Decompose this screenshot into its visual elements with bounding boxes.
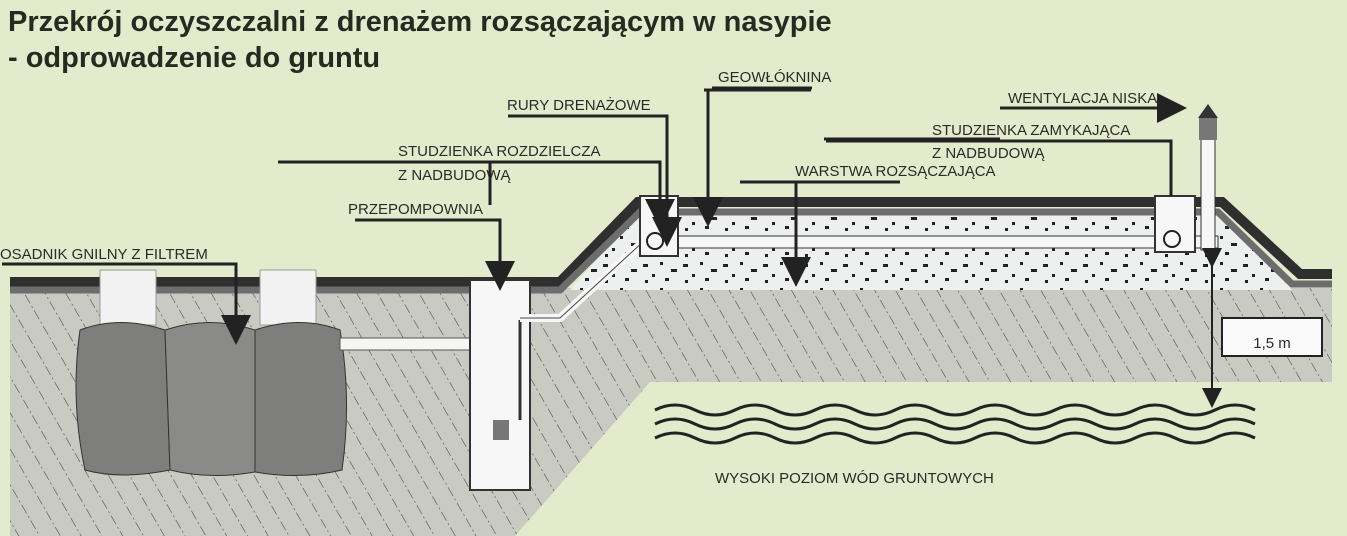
depth-label: 1,5 m: [1253, 335, 1291, 352]
septic-tank: [75, 269, 348, 477]
drain-pipe: [667, 235, 1219, 249]
label-distribution-well-1: STUDZIENKA ROZDZIELCZA: [398, 143, 601, 160]
pump-icon: [493, 420, 509, 440]
title-line-2: - odprowadzenie do gruntu: [8, 42, 381, 74]
label-closing-well-1: STUDZIENKA ZAMYKAJĄCA: [932, 122, 1130, 139]
label-closing-well-2: Z NADBUDOWĄ: [932, 145, 1045, 162]
label-pump-station: PRZEPOMPOWNIA: [348, 201, 483, 218]
depth-box: [1221, 317, 1323, 357]
label-geotextile: GEOWŁÓKNINA: [718, 69, 831, 86]
groundwater-waves: [654, 403, 1256, 445]
label-low-ventilation: WENTYLACJA NISKA: [1008, 90, 1157, 107]
title-line-1: Przekrój oczyszczalni z drenażem rozsącz…: [8, 6, 832, 38]
closing-well: [1154, 195, 1196, 253]
label-septic-tank: OSADNIK GNILNY Z FILTREM: [0, 246, 208, 263]
vent-cap-icon: [1198, 104, 1218, 118]
infiltration-layer: [570, 210, 1292, 290]
label-drain-pipes: RURY DRENAŻOWE: [507, 96, 651, 114]
label-infiltration-layer: WARSTWA ROZSĄCZAJĄCA: [795, 163, 996, 180]
inlet-pipe: [339, 337, 486, 351]
label-groundwater: WYSOKI POZIOM WÓD GRUNTOWYCH: [715, 470, 994, 487]
label-distribution-well-2: Z NADBUDOWĄ: [398, 167, 511, 184]
geotextile-layer: [10, 208, 1332, 294]
